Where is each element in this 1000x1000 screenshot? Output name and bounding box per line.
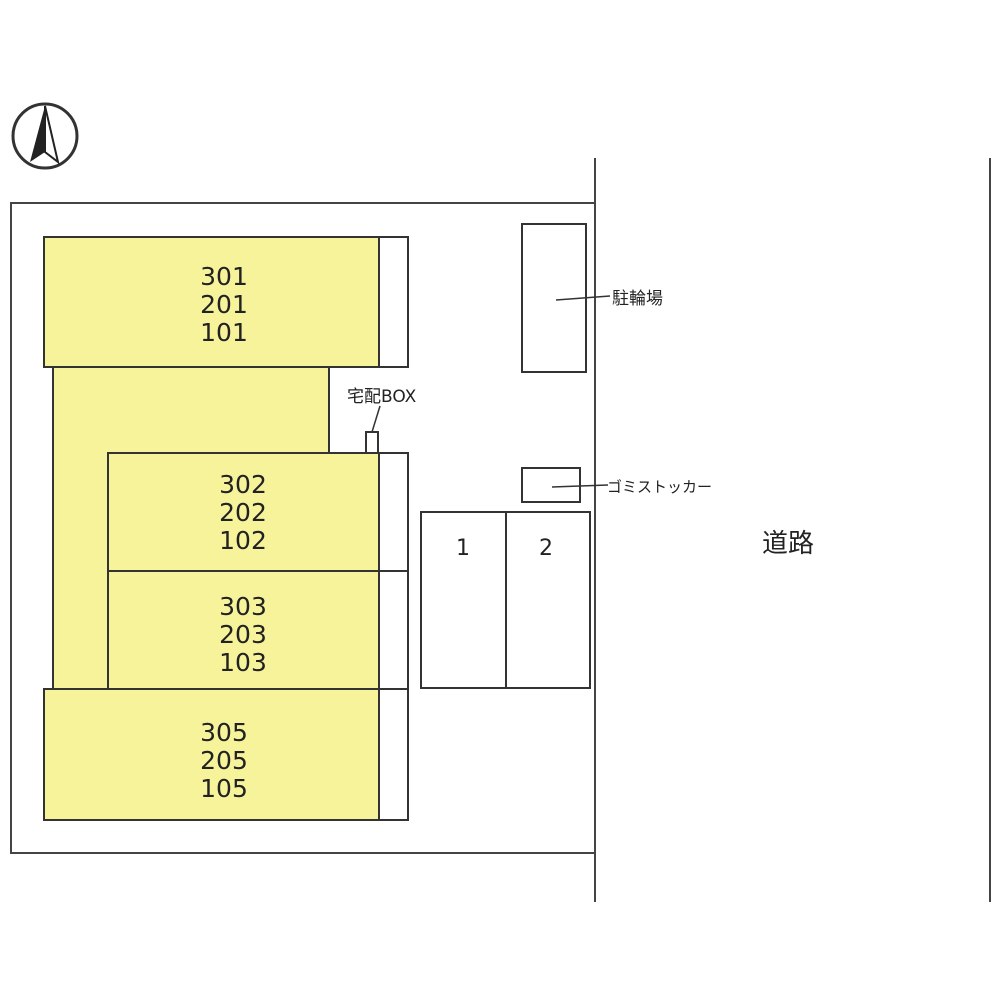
- balcony: [378, 570, 409, 690]
- parking-spot-number: 1: [456, 536, 470, 561]
- north-arrow-icon: [11, 102, 79, 170]
- parking-area: 1 2: [420, 511, 591, 689]
- bicycle-parking: 駐輪場: [521, 223, 663, 373]
- unit-label: 302: [219, 470, 267, 499]
- parking-spot-number: 2: [539, 536, 553, 561]
- unit-label: 305: [200, 718, 248, 747]
- unit-label: 303: [219, 592, 267, 621]
- unit-label: 201: [200, 290, 248, 319]
- unit-label: 203: [219, 620, 267, 649]
- building-block-c: 303 203 103: [107, 570, 409, 690]
- garbage-stocker: ゴミストッカー: [521, 467, 712, 503]
- garbage-stocker-label: ゴミストッカー: [607, 478, 712, 496]
- building-block-d: 305 205 105: [43, 688, 409, 821]
- unit-label: 102: [219, 526, 267, 555]
- parking-spot: [505, 511, 591, 689]
- bicycle-parking-label: 駐輪場: [612, 289, 663, 309]
- road-label: 道路: [762, 529, 814, 559]
- unit-label: 101: [200, 318, 248, 347]
- unit-label: 103: [219, 648, 267, 677]
- unit-label: 301: [200, 262, 248, 291]
- building-block-a: 301 201 101: [43, 236, 409, 368]
- parking-spot: [420, 511, 507, 689]
- balcony: [378, 452, 409, 572]
- delivery-box: 宅配BOX: [347, 387, 417, 454]
- unit-label: 105: [200, 774, 248, 803]
- balcony: [378, 688, 409, 821]
- unit-label: 202: [219, 498, 267, 527]
- building-block-b: 302 202 102: [107, 452, 409, 572]
- unit-label: 205: [200, 746, 248, 775]
- delivery-box-label: 宅配BOX: [347, 387, 417, 407]
- balcony: [378, 236, 409, 368]
